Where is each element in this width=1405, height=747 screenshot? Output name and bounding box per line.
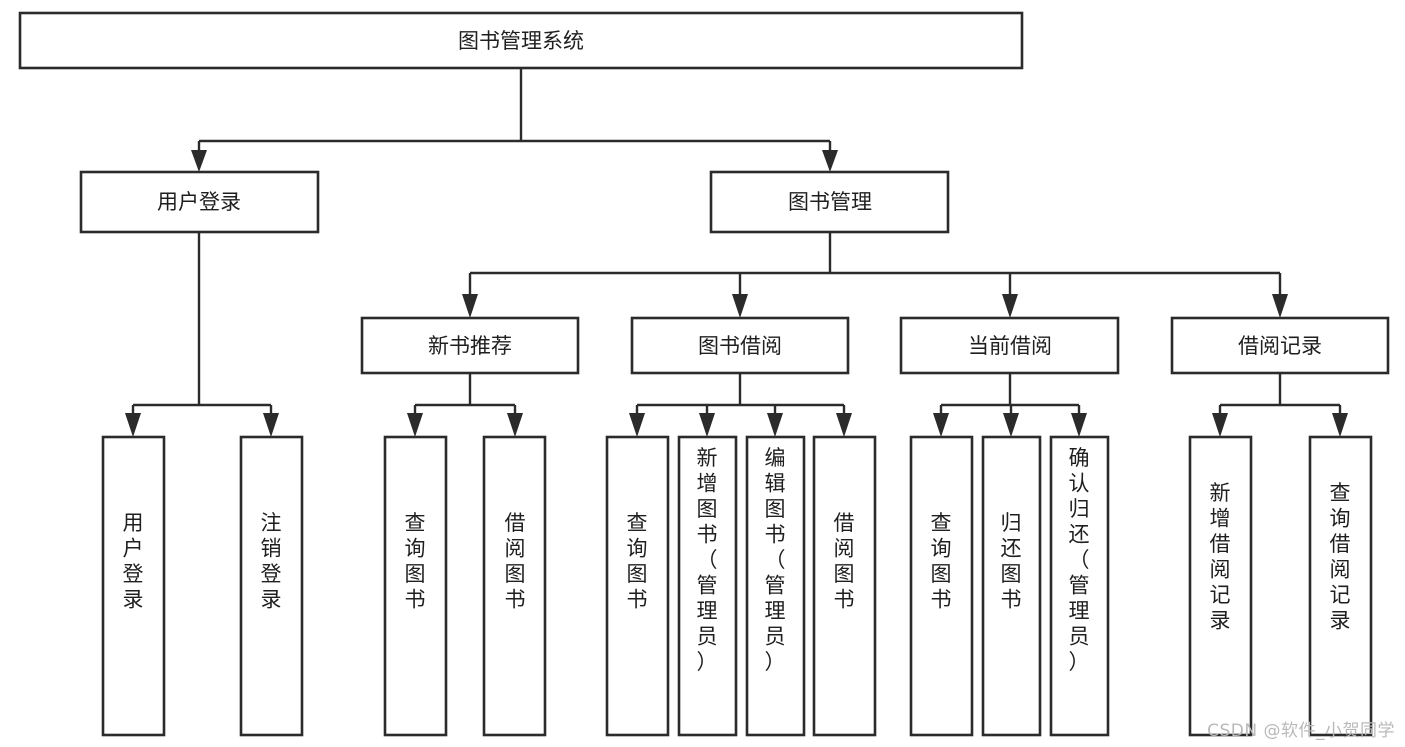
arrow-to-leaf-user-logout (263, 413, 279, 437)
arrow-to-new-book-recommend (462, 294, 478, 318)
edge-group-book-borrow-to-leaves (629, 373, 852, 437)
node-leaf-user-logout[interactable]: 注销登录 (239, 435, 304, 737)
node-leaf-confirm-return[interactable]: 确认归还（管理员） (1049, 435, 1110, 737)
leaf-borrow-book-2-label: 借阅图书 (834, 511, 855, 612)
edge-book-borrow-split (635, 373, 846, 420)
leaf-query-book-1-box[interactable] (383, 435, 448, 737)
leaf-confirm-return-box[interactable] (1049, 435, 1110, 737)
node-book-borrow[interactable]: 图书借阅 (630, 316, 850, 375)
book-borrow-box[interactable] (630, 316, 850, 375)
edge-new-book-recommend-split (413, 373, 517, 420)
root-box[interactable] (18, 11, 1024, 70)
leaf-user-logout-box[interactable] (239, 435, 304, 737)
leaf-confirm-return-label: 确认归还（管理员） (1069, 446, 1090, 674)
leaf-query-book-3-label: 查询图书 (931, 511, 952, 612)
node-borrow-record[interactable]: 借阅记录 (1170, 316, 1390, 375)
arrow-to-borrow-record (1272, 294, 1288, 318)
node-leaf-edit-book[interactable]: 编辑图书（管理员） (745, 435, 806, 737)
edge-root-split (197, 68, 832, 158)
leaf-query-book-3-box[interactable] (909, 435, 974, 737)
new-book-recommend-box[interactable] (360, 316, 580, 375)
node-user-login[interactable]: 用户登录 (79, 170, 320, 234)
arrow-to-book-borrow (732, 294, 748, 318)
edge-user-login-split (131, 232, 273, 420)
leaf-query-record-box[interactable] (1308, 435, 1373, 737)
user-login-box[interactable] (79, 170, 320, 234)
edge-group-root-to-level2 (191, 68, 838, 172)
leaf-user-logout-label: 注销登录 (261, 511, 282, 612)
leaf-user-login-box[interactable] (101, 435, 166, 737)
csdn-watermark: CSDN @软件_小贺同学 (1207, 721, 1395, 741)
edge-group-user-login-to-leaves (125, 232, 279, 437)
node-leaf-query-book-3[interactable]: 查询图书 (909, 435, 974, 737)
leaf-add-book-box[interactable] (677, 435, 738, 737)
arrow-to-user-login (191, 150, 207, 172)
root-label: 图书管理系统 (458, 29, 584, 53)
current-borrow-label: 当前借阅 (968, 334, 1052, 358)
leaf-query-book-2-box[interactable] (605, 435, 670, 737)
leaf-edit-book-box[interactable] (745, 435, 806, 737)
arrow-to-leaf-query-book-2 (629, 413, 645, 437)
new-book-recommend-label: 新书推荐 (428, 334, 512, 358)
edge-book-manage-split (468, 232, 1282, 300)
arrow-to-leaf-query-book-1 (407, 413, 423, 437)
leaf-add-book-label: 新增图书（管理员） (697, 446, 718, 674)
book-manage-label: 图书管理 (788, 190, 872, 214)
leaf-add-record-label: 新增借阅记录 (1210, 481, 1231, 633)
arrow-to-leaf-confirm-return (1071, 413, 1087, 437)
user-login-label: 用户登录 (157, 190, 241, 214)
node-new-book-recommend[interactable]: 新书推荐 (360, 316, 580, 375)
arrow-to-current-borrow (1002, 294, 1018, 318)
edge-group-borrow-record-to-leaves (1212, 373, 1348, 437)
leaf-return-book-label: 归还图书 (1001, 511, 1022, 612)
arrow-to-book-manage (822, 150, 838, 172)
arrow-to-leaf-query-record (1332, 413, 1348, 437)
leaf-add-record-box[interactable] (1188, 435, 1253, 737)
leaf-query-record-label: 查询借阅记录 (1330, 481, 1351, 633)
arrow-to-leaf-add-book (699, 413, 715, 437)
node-leaf-add-record[interactable]: 新增借阅记录 (1188, 435, 1253, 737)
leaf-borrow-book-2-box[interactable] (812, 435, 877, 737)
leaf-query-book-1-label: 查询图书 (405, 511, 426, 612)
book-manage-box[interactable] (709, 170, 950, 234)
node-current-borrow[interactable]: 当前借阅 (899, 316, 1120, 375)
edge-borrow-record-split (1218, 373, 1342, 420)
arrow-to-leaf-query-book-3 (933, 413, 949, 437)
node-root[interactable]: 图书管理系统 (18, 11, 1024, 70)
arrow-to-leaf-borrow-book-1 (507, 413, 523, 437)
arrow-to-leaf-user-login (125, 413, 141, 437)
book-borrow-label: 图书借阅 (698, 334, 782, 358)
node-leaf-user-login[interactable]: 用户登录 (101, 435, 166, 737)
arrow-to-leaf-return-book (1003, 413, 1019, 437)
edge-group-book-manage-to-level3 (462, 232, 1288, 318)
leaf-edit-book-label: 编辑图书（管理员） (765, 446, 786, 674)
borrow-record-box[interactable] (1170, 316, 1390, 375)
node-leaf-borrow-book-2[interactable]: 借阅图书 (812, 435, 877, 737)
arrow-to-leaf-add-record (1212, 413, 1228, 437)
leaf-query-book-2-label: 查询图书 (627, 511, 648, 612)
node-leaf-return-book[interactable]: 归还图书 (981, 435, 1042, 737)
edge-group-current-borrow-to-leaves (933, 373, 1087, 437)
node-leaf-query-book-1[interactable]: 查询图书 (383, 435, 448, 737)
current-borrow-box[interactable] (899, 316, 1120, 375)
node-leaf-query-book-2[interactable]: 查询图书 (605, 435, 670, 737)
leaf-borrow-book-1-label: 借阅图书 (505, 511, 526, 612)
node-leaf-borrow-book-1[interactable]: 借阅图书 (482, 435, 547, 737)
borrow-record-label: 借阅记录 (1238, 334, 1322, 358)
arrow-to-leaf-borrow-book-2 (836, 413, 852, 437)
leaf-return-book-box[interactable] (981, 435, 1042, 737)
leaf-user-login-label: 用户登录 (123, 511, 144, 612)
node-leaf-add-book[interactable]: 新增图书（管理员） (677, 435, 738, 737)
arrow-to-leaf-edit-book (767, 413, 783, 437)
leaf-borrow-book-1-box[interactable] (482, 435, 547, 737)
edge-group-new-book-recommend-to-leaves (407, 373, 523, 437)
node-book-manage[interactable]: 图书管理 (709, 170, 950, 234)
node-leaf-query-record[interactable]: 查询借阅记录 (1308, 435, 1373, 737)
edge-current-borrow-split (939, 373, 1081, 420)
